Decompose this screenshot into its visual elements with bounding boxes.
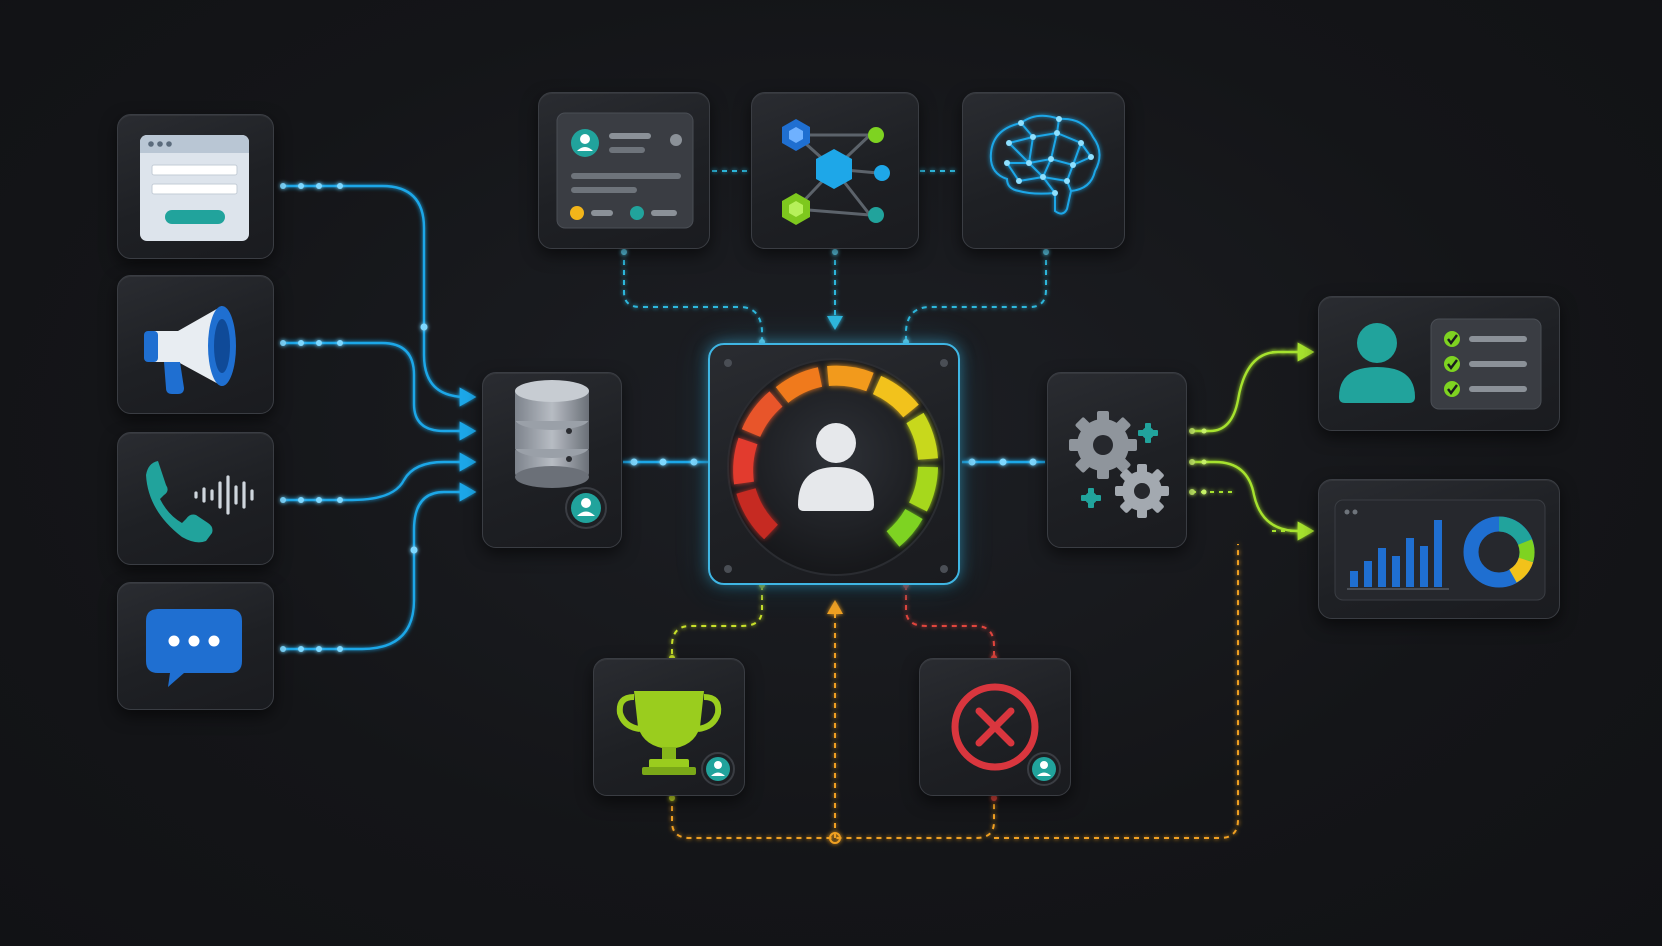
lead-score-gauge-node[interactable] — [708, 343, 960, 585]
source-node-chat[interactable] — [117, 582, 274, 710]
x-circle-icon — [951, 683, 1061, 786]
analytics-dashboard-node[interactable] — [1318, 479, 1560, 619]
chat-bubble-icon — [146, 609, 242, 687]
output-flow-dots — [1189, 428, 1207, 495]
bar-donut-chart-icon — [1334, 499, 1546, 601]
mini-donut-chart — [1463, 516, 1535, 588]
user-checklist-icon — [1339, 318, 1542, 410]
lost-deal-node[interactable] — [919, 658, 1071, 796]
won-deal-node[interactable] — [593, 658, 745, 796]
output-flow-dashes — [1192, 351, 1304, 532]
web-form-icon — [140, 135, 249, 241]
input-flow-dots — [280, 183, 1037, 652]
source-node-web-form[interactable] — [117, 114, 274, 259]
mini-bar-chart — [1350, 520, 1442, 587]
megaphone-icon — [144, 306, 236, 394]
database-node[interactable] — [482, 372, 622, 548]
feedback-loop-connectors — [671, 544, 1239, 839]
profile-card-node[interactable] — [538, 92, 710, 249]
neural-brain-icon — [989, 114, 1101, 215]
source-node-phone-call[interactable] — [117, 432, 274, 565]
assigned-tasks-node[interactable] — [1318, 296, 1560, 431]
lead-user-icon — [798, 467, 874, 511]
gears-icon — [1069, 411, 1169, 518]
source-node-campaign[interactable] — [117, 275, 274, 414]
phone-voice-icon — [146, 461, 254, 543]
gauge-arc-segments — [733, 365, 938, 547]
context-flow-connectors — [623, 170, 1047, 343]
outcome-flow-connectors — [671, 585, 995, 660]
hexagon-network-icon — [782, 119, 890, 225]
trophy-icon — [616, 691, 735, 786]
profile-card-icon — [556, 112, 694, 229]
output-flow-connectors — [1192, 342, 1315, 541]
ai-brain-node[interactable] — [962, 92, 1125, 249]
network-graph-node[interactable] — [751, 92, 919, 249]
feedback-loop-dots — [669, 795, 997, 844]
outcome-flow-dots — [669, 582, 997, 661]
automation-node[interactable] — [1047, 372, 1187, 548]
database-user-icon — [515, 380, 607, 529]
score-gauge-icon — [724, 358, 948, 576]
